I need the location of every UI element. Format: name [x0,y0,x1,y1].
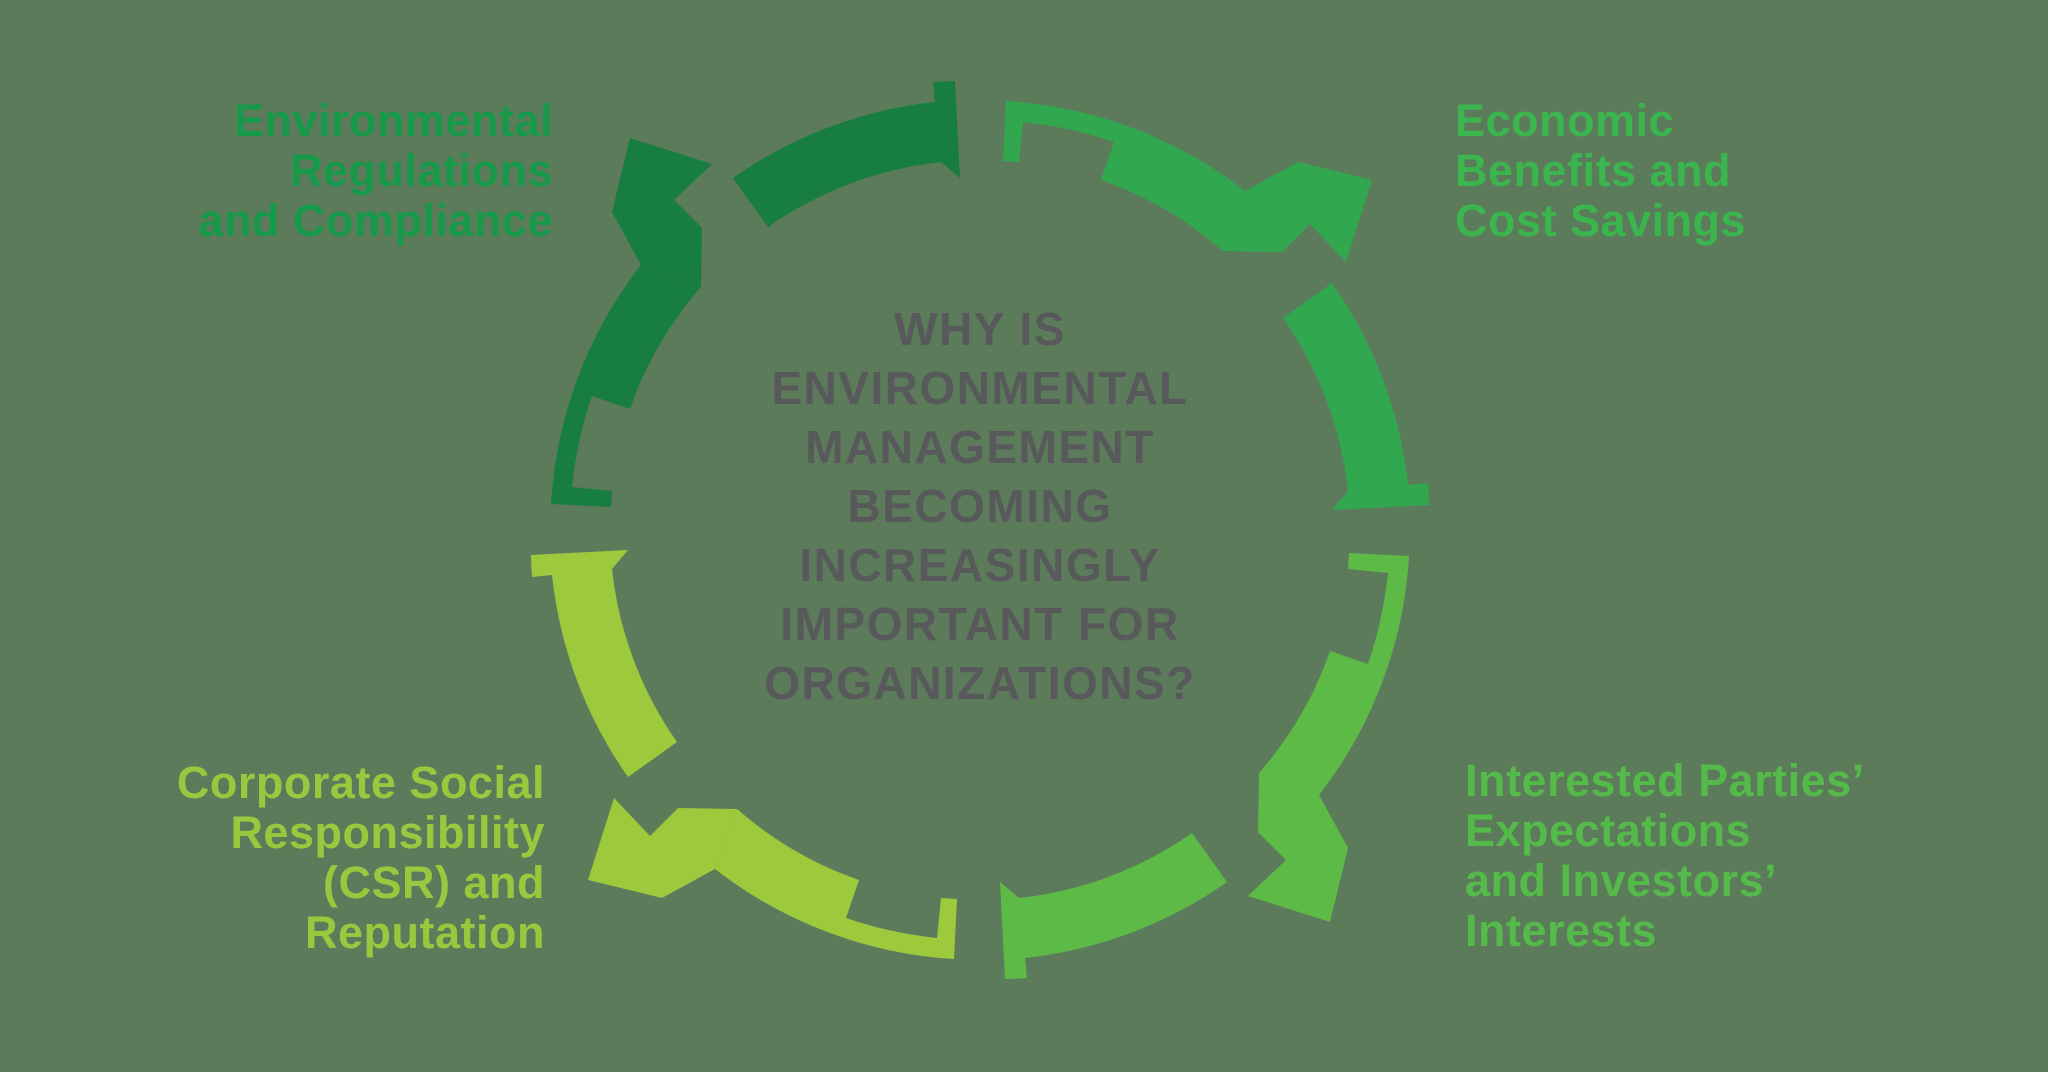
label-economic-benefits: Economic Benefits and Cost Savings [1455,96,1895,246]
label-line: Benefits and [1455,145,1732,196]
question-line: MANAGEMENT [805,421,1155,473]
question-line: ORGANIZATIONS? [764,657,1196,709]
label-environmental-regulations: Environmental Regulations and Compliance [150,96,553,246]
label-line: Expectations [1465,805,1752,856]
question-line: ENVIRONMENTAL [771,362,1189,414]
question-line: IMPORTANT FOR [780,598,1180,650]
label-line: Reputation [305,907,545,958]
label-line: and Compliance [198,195,553,246]
label-line: Responsibility [230,807,545,858]
label-line: (CSR) and [323,857,545,908]
question-line: INCREASINGLY [799,539,1161,591]
label-line: Cost Savings [1455,195,1747,246]
label-line: Interested Parties’ [1465,755,1865,806]
question-line: BECOMING [847,480,1113,532]
question-line: WHY IS [894,303,1066,355]
label-line: and Investors’ [1465,855,1778,906]
label-csr-reputation: Corporate Social Responsibility (CSR) an… [140,758,545,958]
label-line: Regulations [289,145,553,196]
label-interested-parties: Interested Parties’ Expectations and Inv… [1465,756,1925,956]
label-line: Interests [1465,905,1658,956]
label-line: Corporate Social [176,757,545,808]
center-question-text: WHY IS ENVIRONMENTAL MANAGEMENT BECOMING… [650,300,1310,713]
label-line: Environmental [233,95,553,146]
label-line: Economic [1455,95,1675,146]
